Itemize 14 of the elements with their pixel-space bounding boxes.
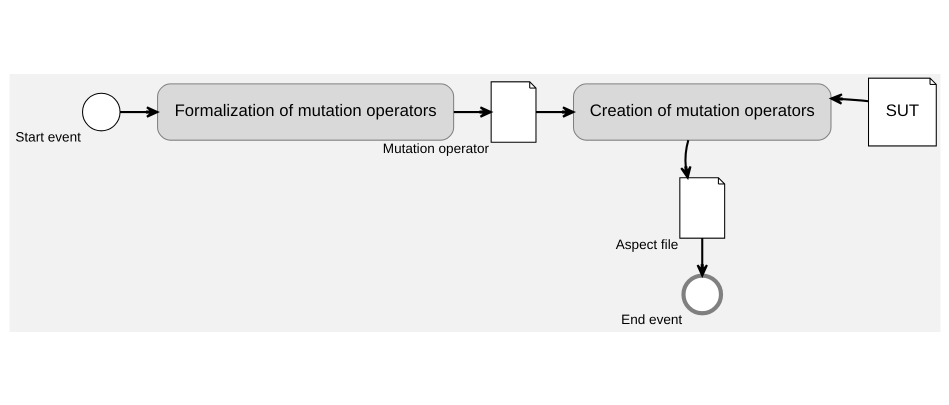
arrow [696,238,708,276]
node-box: Formalization of mutation operators [156,82,454,140]
node-circle [82,92,120,131]
node-label: Mutation operator [382,140,489,156]
node-label: Aspect file [615,236,678,252]
node-circle [680,273,723,315]
arrow [680,139,692,178]
arrow [830,92,868,104]
arrow [453,106,492,118]
arrow [120,106,158,118]
node-label: Start event [14,129,80,144]
arrow [536,106,574,118]
node-label: End event [620,312,682,327]
node-box: Creation of mutation operators [572,82,831,140]
